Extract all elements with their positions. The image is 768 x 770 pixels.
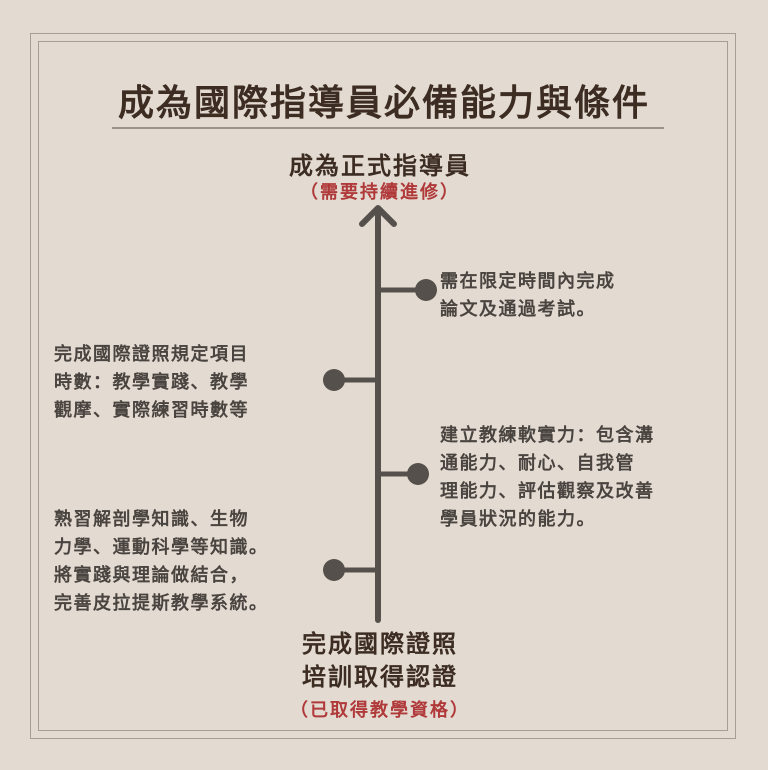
step-4-text: 熟習解剖學知識、生物 力學、運動科學等知識。 將實踐與理論做結合， 完善皮拉提斯…	[54, 506, 269, 618]
top-goal-label: 成為正式指導員	[289, 152, 471, 180]
step-1-text: 需在限定時間內完成 論文及通過考試。	[440, 268, 616, 324]
branch-2-dot	[323, 369, 345, 391]
step-2-line: 觀摩、實際練習時數等	[54, 400, 249, 421]
step-2-text: 完成國際證照規定項目 時數：教學實踐、教學 觀摩、實際練習時數等	[54, 341, 249, 425]
step-4-line: 熟習解剖學知識、生物	[54, 509, 249, 530]
branch-3-dot	[407, 463, 429, 485]
step-3-text: 建立教練軟實力：包含溝 通能力、耐心、自我管 理能力、評估觀察及改善 學員狀況的…	[440, 422, 655, 534]
bottom-goal-line-1: 完成國際證照	[302, 630, 458, 658]
step-4-line: 力學、運動科學等知識。	[54, 537, 269, 558]
inner-frame	[38, 41, 728, 731]
step-4-line: 完善皮拉提斯教學系統。	[54, 593, 269, 614]
step-2-line: 時數：教學實踐、教學	[54, 372, 249, 393]
bottom-goal-label: 完成國際證照 培訓取得認證	[0, 628, 760, 694]
step-2-line: 完成國際證照規定項目	[54, 344, 249, 365]
title-divider	[112, 127, 664, 129]
branch-1-dot	[415, 279, 437, 301]
step-3-line: 學員狀況的能力。	[440, 509, 596, 530]
step-1-line: 需在限定時間內完成	[440, 271, 616, 292]
step-3-line: 通能力、耐心、自我管	[440, 453, 635, 474]
bottom-goal-line-2: 培訓取得認證	[302, 663, 458, 691]
outer-frame	[30, 33, 736, 739]
top-goal-note: （需要持續進修）	[300, 182, 460, 203]
branch-4-dot	[323, 559, 345, 581]
bottom-goal-note: （已取得教學資格）	[290, 700, 470, 721]
step-4-line: 將實踐與理論做結合，	[54, 565, 249, 586]
step-1-line: 論文及通過考試。	[440, 299, 596, 320]
page-title: 成為國際指導員必備能力與條件	[117, 83, 650, 124]
step-3-line: 建立教練軟實力：包含溝	[440, 425, 655, 446]
step-3-line: 理能力、評估觀察及改善	[440, 481, 655, 502]
